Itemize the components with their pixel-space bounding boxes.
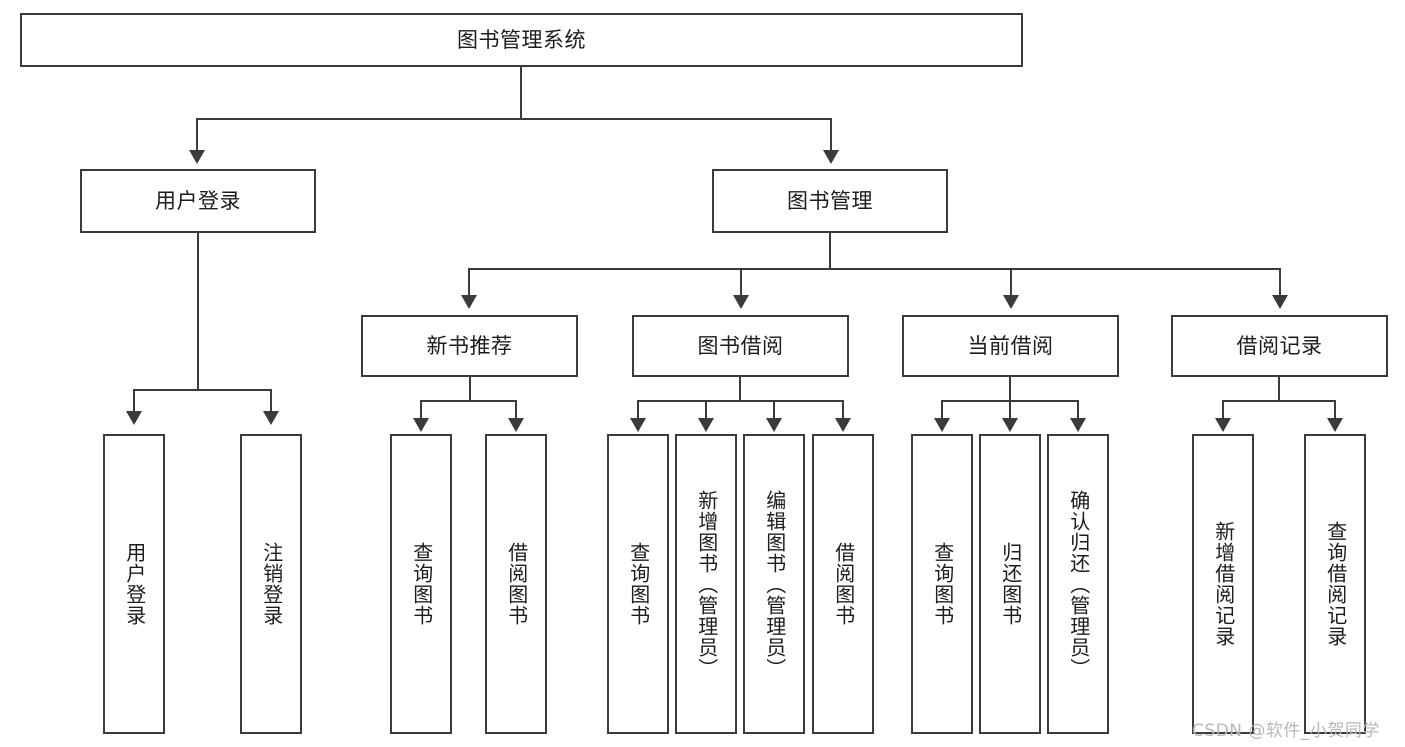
node-label: 查询借阅记录 — [1323, 521, 1348, 647]
arrowhead-leaf-confirm-return — [1070, 418, 1086, 432]
arrowhead-leaf-query-book-2 — [630, 418, 646, 432]
arrowhead-book-manage — [823, 150, 839, 164]
node-label: 新增借阅记录 — [1211, 521, 1236, 647]
node-borrow-record[interactable]: 借阅记录 — [1171, 315, 1388, 377]
node-label: 图书管理系统 — [457, 27, 586, 52]
arrowhead-leaf-user-login — [126, 411, 142, 425]
edge-level2-bus — [468, 268, 1281, 270]
leaf-user-login[interactable]: 用户登录 — [103, 434, 165, 734]
edge-drop-borrow-record — [1279, 268, 1281, 295]
arrowhead-book-borrow — [733, 295, 749, 309]
node-book-management[interactable]: 图书管理 — [712, 169, 948, 233]
edge-drop-book-borrow — [740, 268, 742, 295]
edge-book-borrow-bus — [637, 400, 843, 402]
node-label: 图书管理 — [787, 188, 873, 213]
edge-book-borrow-drop-3 — [773, 400, 775, 418]
node-user-login[interactable]: 用户登录 — [80, 169, 316, 233]
arrowhead-current-borrow — [1003, 295, 1019, 309]
arrowhead-leaf-add-record — [1215, 418, 1231, 432]
edge-new-book-stem — [469, 377, 471, 401]
node-current-borrow[interactable]: 当前借阅 — [902, 315, 1119, 377]
leaf-query-book-borrow[interactable]: 查询图书 — [607, 434, 669, 734]
node-label: 查询图书 — [409, 542, 434, 626]
edge-current-borrow-drop-2 — [1009, 400, 1011, 418]
edge-book-borrow-stem — [739, 377, 741, 401]
leaf-add-book-admin[interactable]: 新增图书（管理员） — [675, 434, 737, 734]
edge-borrow-record-drop-1 — [1222, 400, 1224, 418]
arrowhead-leaf-logout — [263, 411, 279, 425]
node-label: 新书推荐 — [426, 333, 513, 358]
edge-user-login-drop-2 — [270, 389, 272, 411]
node-label: 当前借阅 — [967, 333, 1054, 358]
edge-borrow-record-bus — [1222, 400, 1335, 402]
node-label: 借阅图书 — [504, 542, 529, 626]
node-label: 新增图书（管理员） — [694, 489, 719, 679]
leaf-query-book-current[interactable]: 查询图书 — [911, 434, 973, 734]
edge-book-borrow-drop-2 — [705, 400, 707, 418]
edge-book-borrow-drop-4 — [842, 400, 844, 418]
leaf-logout[interactable]: 注销登录 — [240, 434, 302, 734]
node-label: 编辑图书（管理员） — [762, 489, 787, 679]
arrowhead-user-login — [189, 150, 205, 164]
node-book-borrow[interactable]: 图书借阅 — [632, 315, 849, 377]
node-label: 注销登录 — [259, 542, 284, 626]
edge-drop-current-borrow — [1010, 268, 1012, 295]
node-new-book-recommend[interactable]: 新书推荐 — [361, 315, 578, 377]
edge-borrow-record-drop-2 — [1334, 400, 1336, 418]
edge-root-bus — [196, 118, 832, 120]
leaf-query-book-recommend[interactable]: 查询图书 — [390, 434, 452, 734]
node-label: 查询图书 — [626, 542, 651, 626]
node-label: 图书借阅 — [697, 333, 784, 358]
edge-drop-new-book — [468, 268, 470, 295]
edge-new-book-drop-2 — [515, 400, 517, 418]
leaf-add-borrow-record[interactable]: 新增借阅记录 — [1192, 434, 1254, 734]
edge-user-login-stem — [197, 233, 199, 390]
edge-root-stem — [520, 67, 522, 119]
node-label: 用户登录 — [155, 188, 241, 213]
leaf-edit-book-admin[interactable]: 编辑图书（管理员） — [743, 434, 805, 734]
arrowhead-new-book-recommend — [461, 295, 477, 309]
edge-user-login-bus — [133, 389, 271, 391]
arrowhead-leaf-add-book — [698, 418, 714, 432]
csdn-watermark: CSDN @软件_小贺同学 — [1192, 721, 1380, 741]
node-label: 查询图书 — [930, 542, 955, 626]
edge-root-to-user-login — [196, 118, 198, 150]
edge-book-borrow-drop-1 — [637, 400, 639, 418]
edge-current-borrow-stem — [1009, 377, 1011, 401]
arrowhead-leaf-return-book — [1002, 418, 1018, 432]
leaf-borrow-book-recommend[interactable]: 借阅图书 — [485, 434, 547, 734]
edge-current-borrow-drop-1 — [941, 400, 943, 418]
node-label: 确认归还（管理员） — [1066, 489, 1091, 679]
edge-current-borrow-drop-3 — [1077, 400, 1079, 418]
edge-new-book-bus — [420, 400, 517, 402]
node-label: 归还图书 — [998, 542, 1023, 626]
node-root-system[interactable]: 图书管理系统 — [20, 13, 1023, 67]
leaf-query-borrow-record[interactable]: 查询借阅记录 — [1304, 434, 1366, 734]
arrowhead-leaf-borrow-book-1 — [508, 418, 524, 432]
node-label: 借阅图书 — [831, 542, 856, 626]
edge-borrow-record-stem — [1278, 377, 1280, 401]
edge-root-to-book-manage — [830, 118, 832, 150]
edge-new-book-drop-1 — [420, 400, 422, 418]
edge-user-login-drop-1 — [133, 389, 135, 411]
arrowhead-leaf-query-book-1 — [413, 418, 429, 432]
arrowhead-leaf-borrow-book-2 — [835, 418, 851, 432]
node-label: 用户登录 — [122, 542, 147, 626]
leaf-borrow-book[interactable]: 借阅图书 — [812, 434, 874, 734]
leaf-confirm-return-admin[interactable]: 确认归还（管理员） — [1047, 434, 1109, 734]
arrowhead-leaf-query-record — [1327, 418, 1343, 432]
arrowhead-leaf-edit-book — [766, 418, 782, 432]
arrowhead-leaf-query-book-3 — [934, 418, 950, 432]
leaf-return-book[interactable]: 归还图书 — [979, 434, 1041, 734]
edge-book-manage-stem — [829, 233, 831, 269]
node-label: 借阅记录 — [1236, 333, 1323, 358]
arrowhead-borrow-record — [1272, 295, 1288, 309]
